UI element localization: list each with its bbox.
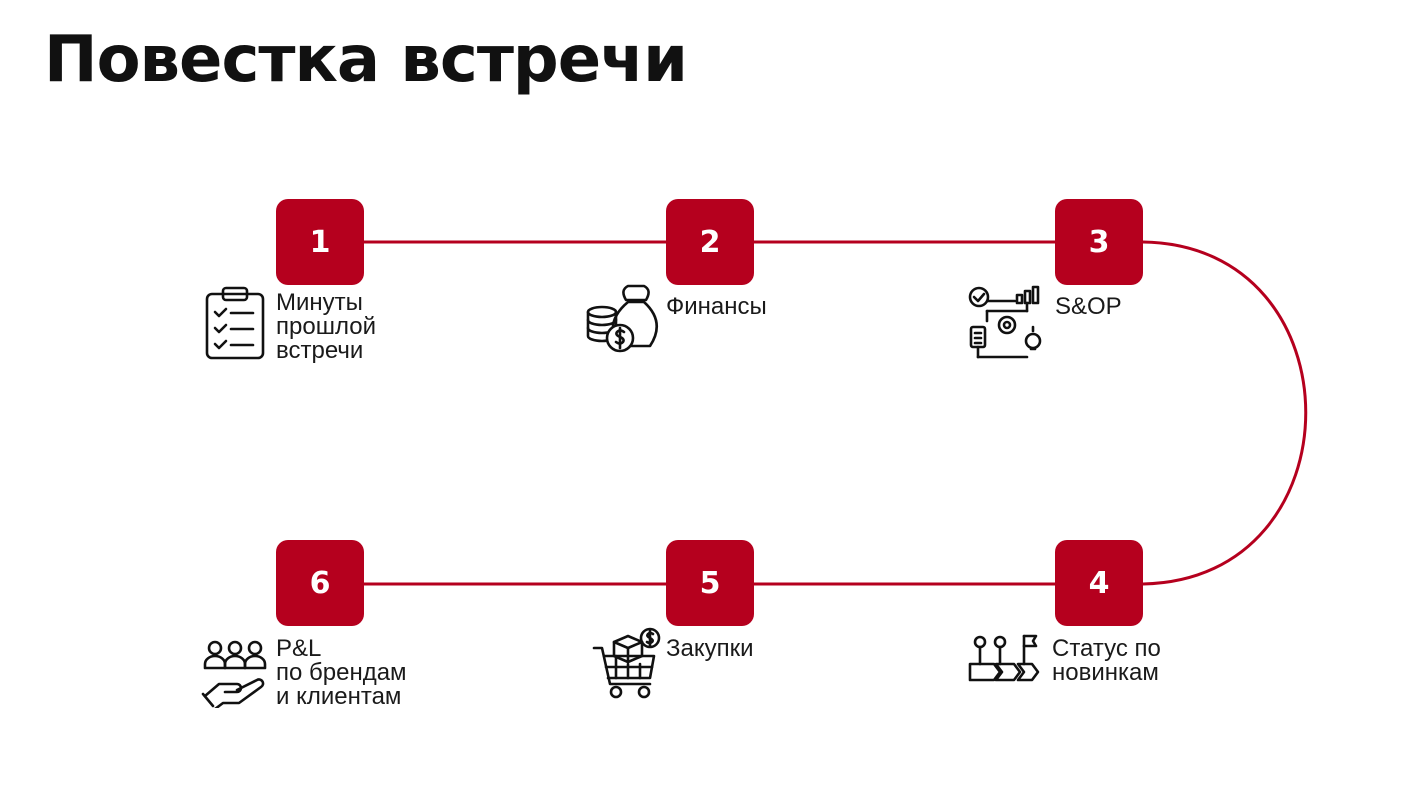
shopping-cart-icon <box>592 626 664 707</box>
step-1-badge: 1 <box>276 199 364 285</box>
money-bag-coins-icon <box>584 282 666 359</box>
step-6-label: P&L по брендам и клиентам <box>276 635 407 710</box>
step-1-label: Минуты прошлой встречи <box>276 289 376 364</box>
step-2-badge: 2 <box>666 199 754 285</box>
step-5-label: Закупки <box>666 635 754 662</box>
people-hand-icon <box>201 638 273 713</box>
process-flow-icon <box>967 285 1047 368</box>
page-title: Повестка встречи <box>44 23 688 97</box>
step-4-label: Статус по новинкам <box>1052 635 1161 686</box>
clipboard-checklist-icon <box>203 284 267 367</box>
roadmap-flag-icon <box>966 634 1050 691</box>
step-6-badge: 6 <box>276 540 364 626</box>
step-3-badge: 3 <box>1055 199 1143 285</box>
step-2-label: Финансы <box>666 293 767 320</box>
step-3-label: S&OP <box>1055 293 1122 320</box>
step-5-badge: 5 <box>666 540 754 626</box>
step-4-badge: 4 <box>1055 540 1143 626</box>
